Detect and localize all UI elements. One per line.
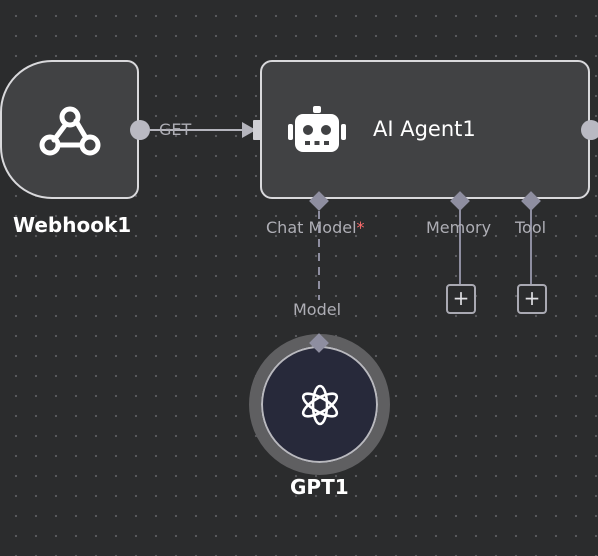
gpt-node-label: GPT1 <box>290 475 349 499</box>
ai-agent-node[interactable]: AI Agent1 <box>260 60 590 199</box>
tool-input-label: Tool <box>515 218 547 237</box>
add-tool-button[interactable]: + <box>517 284 547 314</box>
gpt-node[interactable] <box>249 334 390 475</box>
agent-output-handle[interactable] <box>581 120 598 140</box>
chat-model-label-text: Chat Model <box>266 218 357 237</box>
connection-label: GET <box>159 120 192 139</box>
agent-input-handle[interactable] <box>253 120 262 140</box>
arrow-head <box>242 122 256 138</box>
webhook-node-label: Webhook1 <box>13 213 132 237</box>
webhook-icon <box>39 106 100 155</box>
required-indicator: * <box>356 218 365 237</box>
add-memory-button[interactable]: + <box>446 284 476 314</box>
robot-icon <box>288 106 346 152</box>
webhook-node[interactable] <box>0 60 139 199</box>
webhook-output-handle[interactable] <box>130 120 150 140</box>
memory-input-label: Memory <box>426 218 492 237</box>
model-output-label: Model <box>293 300 342 319</box>
openai-icon <box>301 384 338 425</box>
chat-model-input-label: Chat Model* <box>266 218 365 237</box>
ai-agent-node-title: AI Agent1 <box>373 117 476 141</box>
